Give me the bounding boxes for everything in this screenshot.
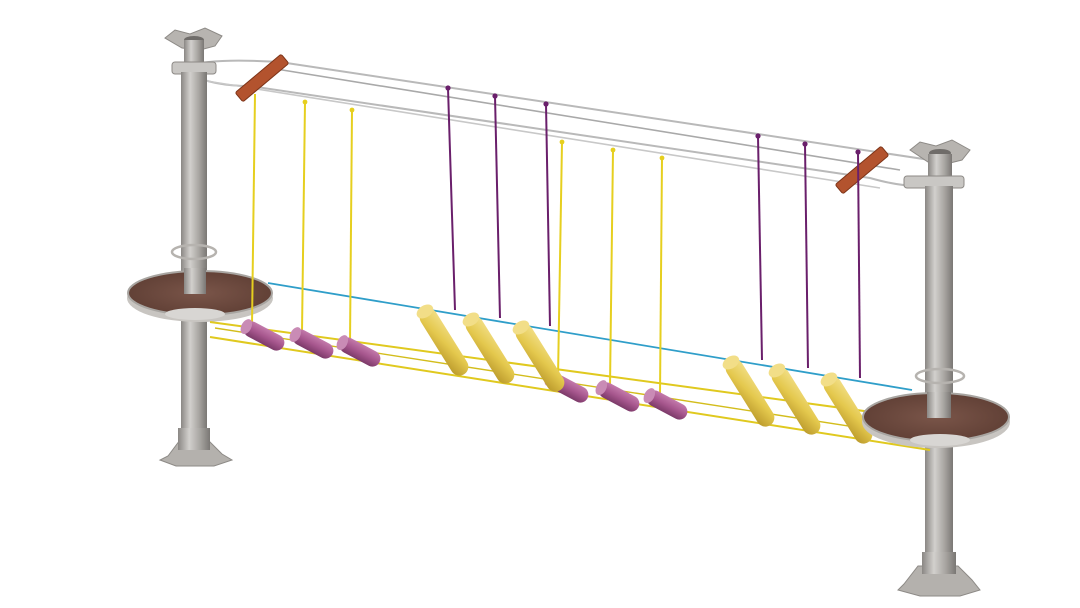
left-pole xyxy=(158,27,234,467)
purple-log xyxy=(240,319,285,351)
yellow-log xyxy=(768,363,821,435)
yellow-log xyxy=(722,355,775,427)
yellow-log xyxy=(820,372,873,444)
yellow-log xyxy=(416,304,469,376)
rope-knots xyxy=(302,85,861,161)
purple-log xyxy=(595,380,640,412)
yellow-ropes xyxy=(251,93,663,396)
right-pole xyxy=(897,139,981,597)
purple-log xyxy=(289,327,334,359)
top-cables xyxy=(189,59,940,189)
red-clamps xyxy=(235,54,889,194)
left-red-clamp xyxy=(235,54,289,102)
purple-ropes xyxy=(447,87,861,379)
yellow-log xyxy=(462,312,515,384)
blue-safety-line xyxy=(267,282,913,391)
yellow-log xyxy=(512,320,565,392)
right-platform xyxy=(862,392,1010,448)
lower-lines xyxy=(209,282,931,451)
left-platform xyxy=(127,268,273,322)
purple-log xyxy=(336,335,381,367)
right-red-clamp xyxy=(835,146,889,194)
purple-log xyxy=(643,388,688,420)
yellow-logs xyxy=(416,304,873,444)
